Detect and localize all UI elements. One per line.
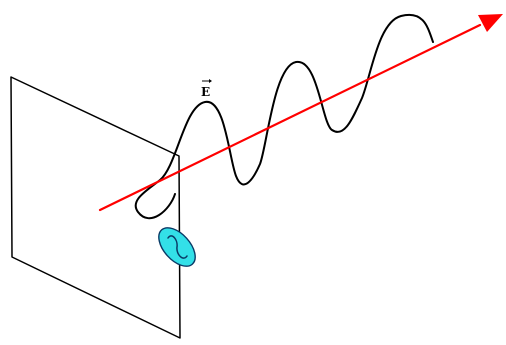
- field-vector-label: E: [201, 79, 212, 99]
- propagation-arrowhead: [478, 14, 503, 32]
- electric-field-wave: [136, 15, 433, 218]
- field-label-text: E: [201, 85, 210, 99]
- polarizer-icon: [152, 221, 202, 273]
- plane-surface: [11, 77, 180, 338]
- propagation-direction-line: [100, 25, 480, 210]
